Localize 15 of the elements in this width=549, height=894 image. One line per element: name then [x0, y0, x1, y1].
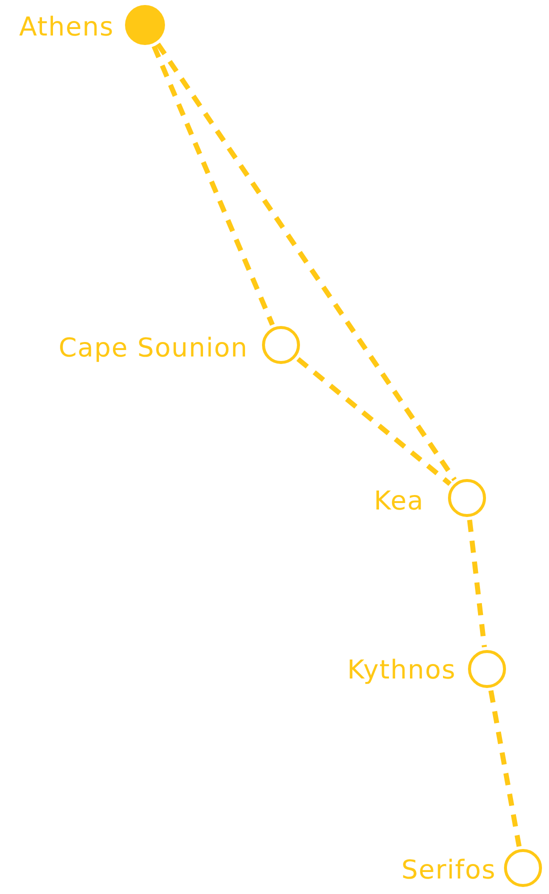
place-label: Serifos: [401, 856, 496, 886]
dashed-route-line: [488, 690, 522, 847]
location-ring: [448, 479, 486, 517]
dashed-route-line: [467, 520, 487, 648]
location-ring: [468, 650, 506, 688]
location-ring: [262, 326, 300, 364]
location-ring: [504, 849, 542, 887]
place-label: Cape Sounion: [58, 334, 248, 364]
dashed-route-line: [156, 42, 457, 482]
place-label: Athens: [19, 14, 114, 42]
place-label: Kythnos: [347, 656, 456, 686]
place-label: Kea: [374, 488, 424, 516]
filled-location-dot: [125, 5, 165, 45]
dashed-route-line: [296, 357, 452, 486]
dashed-route-line: [152, 45, 275, 326]
